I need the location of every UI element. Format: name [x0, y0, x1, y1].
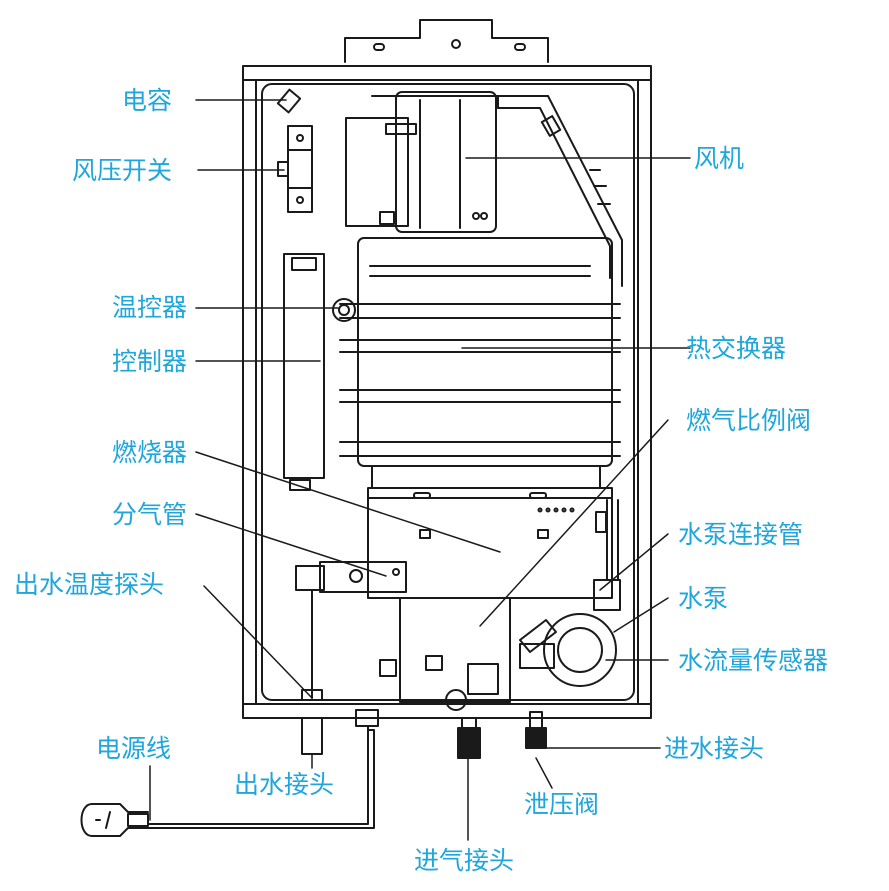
fan-part — [345, 91, 499, 233]
label-burner: 燃烧器 — [112, 438, 188, 467]
label-gas-manifold: 分气管 — [112, 500, 188, 529]
label-capacitor: 电容 — [122, 86, 173, 115]
label-water-outlet-connector: 出水接头 — [234, 770, 335, 799]
mounting-bracket — [344, 19, 549, 63]
label-pump-connecting-pipe: 水泵连接管 — [678, 520, 804, 549]
label-pump: 水泵 — [678, 584, 729, 613]
label-air-pressure-switch: 风压开关 — [72, 156, 173, 185]
flue-hood — [497, 95, 623, 287]
thermostat-part — [332, 298, 356, 322]
label-gas-proportional-valve: 燃气比例阀 — [686, 406, 812, 435]
gas-valve-part — [379, 597, 511, 711]
power-cord — [80, 725, 375, 837]
label-controller: 控制器 — [112, 347, 188, 376]
label-water-flow-sensor: 水流量传感器 — [678, 646, 829, 675]
air-pressure-switch-part — [277, 125, 313, 213]
outlet-temp-probe-part — [295, 565, 325, 701]
label-outlet-temp-probe: 出水温度探头 — [14, 570, 165, 599]
bottom-connectors — [301, 709, 547, 759]
gas-manifold-part — [319, 561, 407, 593]
controller-part — [283, 253, 325, 491]
capacitor-part — [276, 88, 302, 114]
label-power-cord: 电源线 — [96, 734, 172, 763]
label-gas-inlet-connector: 进气接头 — [414, 846, 515, 875]
label-pressure-relief-valve: 泄压阀 — [524, 790, 600, 819]
label-water-inlet-connector: 进水接头 — [664, 734, 765, 763]
label-fan: 风机 — [694, 144, 745, 173]
label-thermostat: 温控器 — [112, 293, 188, 322]
water-pump-part — [519, 499, 621, 687]
leader-lines — [149, 99, 691, 841]
burner-part — [367, 487, 613, 599]
heat-exchanger-part — [339, 237, 621, 489]
label-heat-exchanger: 热交换器 — [686, 334, 787, 363]
casing — [242, 65, 652, 719]
